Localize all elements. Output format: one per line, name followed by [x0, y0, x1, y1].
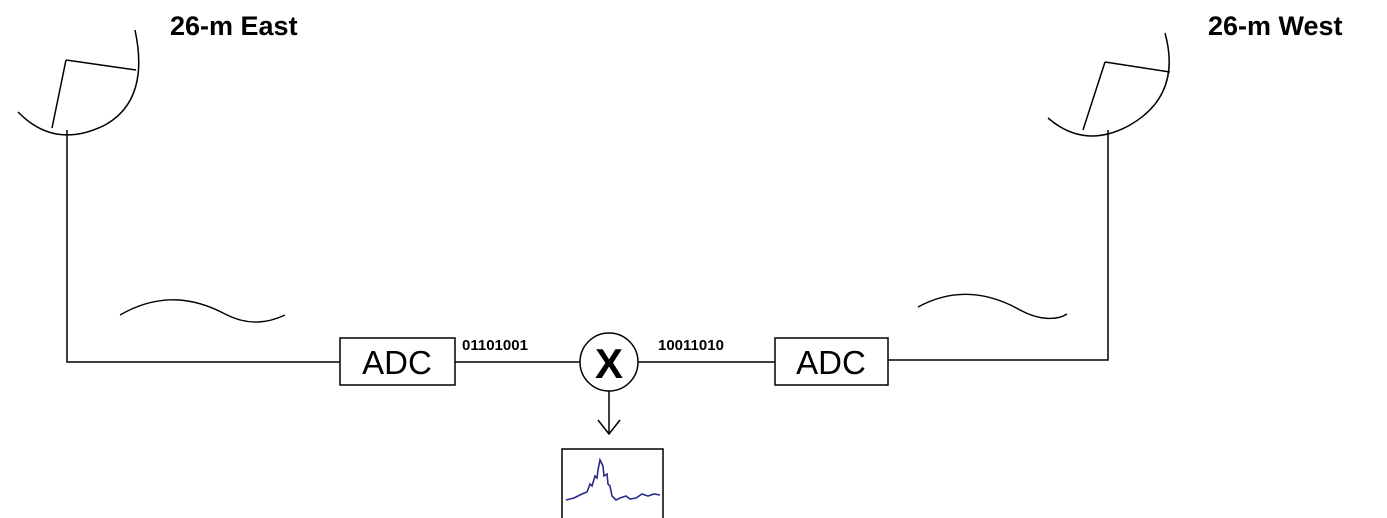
east-signal-wire: [66, 130, 340, 363]
west-adc-block: ADC: [774, 337, 889, 386]
west-adc-label: ADC: [796, 344, 866, 381]
east-dish-icon: [17, 29, 140, 136]
spectrum-trace: [565, 457, 661, 501]
east-adc-label: ADC: [362, 344, 432, 381]
west-bitstream-label: 10011010: [658, 337, 724, 354]
west-dish-icon: [1047, 32, 1171, 137]
east-analog-wave-icon: [119, 299, 286, 323]
east-adc-block: ADC: [339, 337, 456, 386]
west-antenna-label: 26-m West: [1208, 11, 1343, 41]
east-bitstream-label: 01101001: [462, 337, 528, 354]
west-signal-wire: [888, 130, 1109, 361]
east-antenna-label: 26-m East: [170, 11, 298, 41]
correlator-multiplier: X: [579, 332, 639, 392]
west-analog-wave-icon: [917, 293, 1068, 320]
down-arrow-icon: [597, 391, 621, 436]
correlator-symbol: X: [595, 340, 623, 387]
spectrum-output-plot: [561, 448, 664, 518]
